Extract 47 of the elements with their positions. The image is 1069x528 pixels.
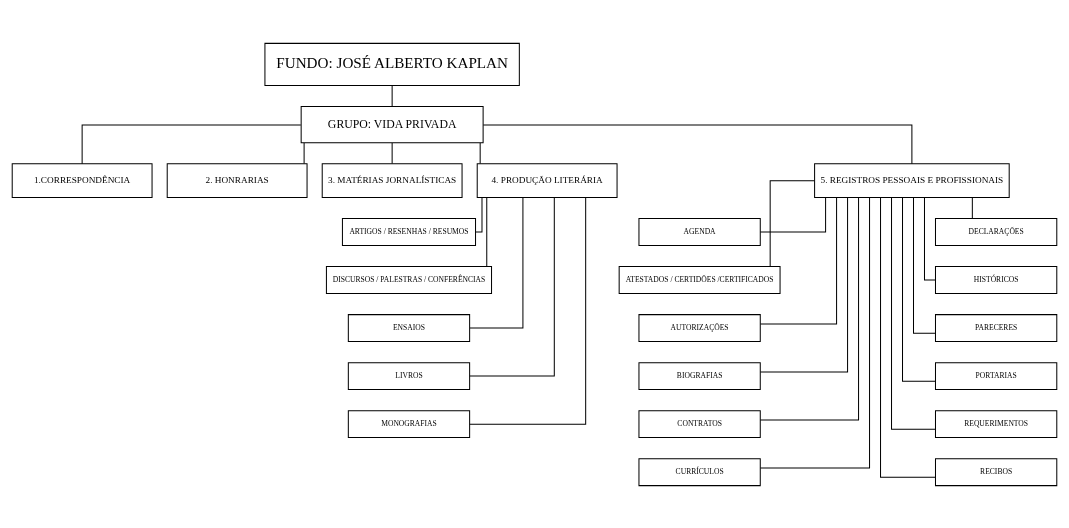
- node-box: 3. MATÉRIAS JORNALÍSTICAS: [321, 162, 463, 198]
- node-box: ATESTADOS / CERTIDÕES /CERTIFICADOS: [618, 265, 781, 294]
- connector: [913, 196, 936, 334]
- node-box: 2. HONRARIAS: [166, 162, 308, 198]
- node-box: DISCURSOS / PALESTRAS / CONFERÊNCIAS: [325, 265, 493, 294]
- connector: [769, 179, 815, 267]
- connector: [759, 196, 827, 233]
- node-box: GRUPO: VIDA PRIVADA: [300, 105, 484, 143]
- connector: [391, 142, 393, 164]
- connector: [759, 196, 871, 468]
- node-box: ENSAIOS: [347, 313, 471, 342]
- connector: [469, 196, 524, 329]
- connector: [891, 196, 936, 430]
- node-box: HISTÓRICOS: [934, 265, 1058, 294]
- node-box: CURRÍCULOS: [638, 457, 761, 486]
- connector: [759, 196, 849, 372]
- connector: [391, 84, 393, 107]
- connector: [479, 142, 481, 164]
- node-box: 1.CORRESPONDÊNCIA: [11, 162, 153, 198]
- node-box: REQUERIMENTOS: [934, 409, 1058, 438]
- connector: [486, 196, 488, 267]
- node-box: DECLARAÇÕES: [934, 217, 1058, 246]
- connector: [482, 124, 913, 164]
- connector: [469, 196, 587, 425]
- node-box: LIVROS: [347, 361, 471, 390]
- node-box: CONTRATOS: [638, 409, 761, 438]
- connector: [303, 142, 305, 164]
- node-box: FUNDO: JOSÉ ALBERTO KAPLAN: [264, 42, 520, 86]
- node-box: 5. REGISTROS PESSOAIS E PROFISSIONAIS: [814, 162, 1010, 198]
- connector: [469, 196, 555, 377]
- connector: [81, 124, 302, 164]
- connector: [759, 196, 838, 324]
- connector: [475, 196, 483, 233]
- node-box: RECIBOS: [934, 457, 1058, 486]
- connector: [924, 196, 936, 281]
- node-box: AGENDA: [638, 217, 761, 246]
- node-box: BIOGRAFIAS: [638, 361, 761, 390]
- connector: [971, 196, 973, 219]
- node-box: ARTIGOS / RESENHAS / RESUMOS: [341, 217, 477, 246]
- connector: [902, 196, 936, 382]
- node-box: PORTARIAS: [934, 361, 1058, 390]
- connector: [880, 196, 936, 478]
- node-box: AUTORIZAÇÕES: [638, 313, 761, 342]
- node-box: PARECERES: [934, 313, 1058, 342]
- connector: [759, 196, 860, 420]
- node-box: MONOGRAFIAS: [347, 409, 471, 438]
- node-box: 4. PRODUÇÃO LITERÁRIA: [476, 162, 618, 198]
